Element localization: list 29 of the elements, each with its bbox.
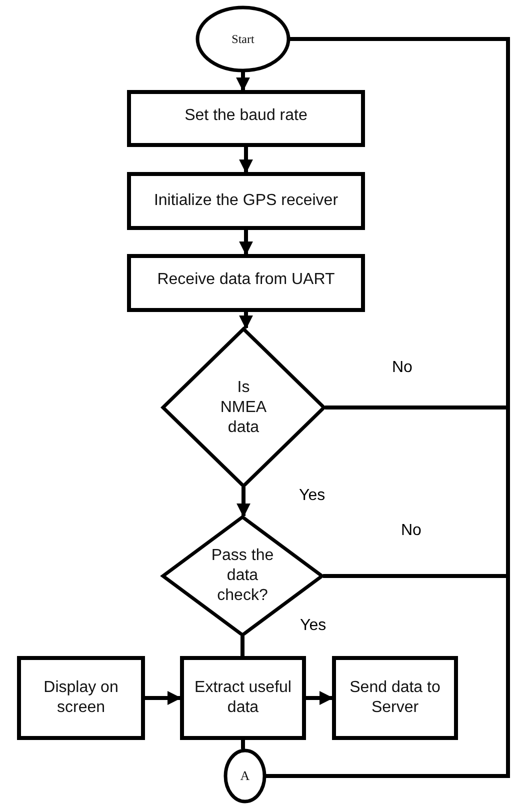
- node-text: Display on screen: [42, 678, 120, 718]
- node-text: A: [239, 768, 251, 784]
- connector-line: [239, 312, 253, 330]
- process-box: [127, 172, 365, 230]
- node-text: Pass the data check?: [210, 546, 275, 606]
- decision-diamond: [162, 328, 325, 487]
- process-box: [180, 656, 306, 740]
- connector-line: [306, 691, 334, 705]
- node-text: Send data to Server: [348, 678, 442, 718]
- node-text: Is NMEA data: [219, 378, 268, 438]
- process-box: [332, 656, 458, 740]
- process-box: [17, 656, 145, 740]
- connector-line: [236, 487, 250, 518]
- connector-line: [239, 147, 253, 174]
- terminator-oval: [224, 749, 266, 803]
- connector-line: [240, 636, 244, 656]
- connector-line: [145, 691, 182, 705]
- node-text: Set the baud rate: [184, 106, 308, 126]
- terminator-oval: [196, 6, 290, 72]
- node-text: Receive data from UART: [156, 270, 336, 290]
- connector-line: [241, 740, 245, 749]
- node-text: Start: [230, 32, 256, 46]
- connector-line: [266, 574, 510, 778]
- node-text: Initialize the GPS receiver: [152, 191, 340, 211]
- node-text: Extract useful data: [194, 678, 292, 718]
- process-box: [127, 90, 365, 147]
- connector-line: [239, 230, 253, 256]
- process-box: [127, 254, 365, 312]
- connector-line: [236, 72, 250, 92]
